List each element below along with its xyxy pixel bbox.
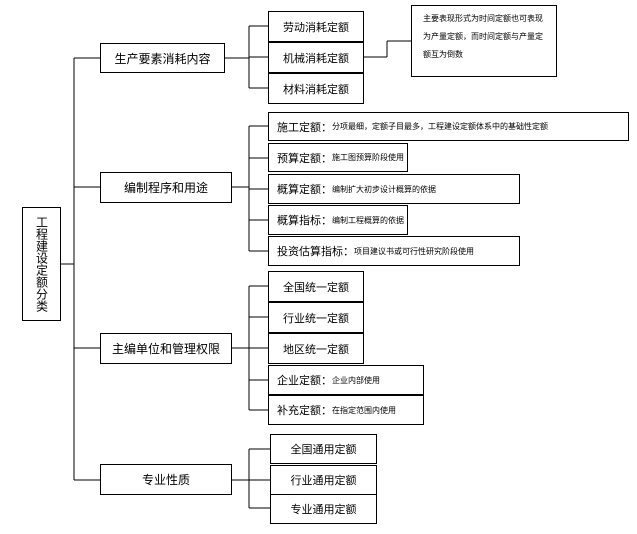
leaf-estimate-index: 概算指标：编制工程概算的依据	[268, 205, 408, 235]
category-node-production-factors: 生产要素消耗内容	[100, 43, 225, 73]
leaf-description: 施工图预算阶段使用	[332, 153, 404, 162]
leaf-description: 在指定范围内使用	[332, 405, 396, 415]
leaf-description: 项目建议书或可行性研究阶段使用	[354, 246, 474, 256]
leaf-label: 地区统一定额	[283, 342, 349, 356]
leaf-label: 补充定额：	[277, 404, 332, 417]
category-node-compilation-purpose: 编制程序和用途	[100, 172, 232, 203]
leaf-label: 行业通用定额	[290, 474, 357, 487]
leaf-label: 劳动消耗定额	[283, 20, 349, 34]
leaf-construction-quota: 施工定额：分项最细，定额子目最多，工程建设定额体系中的基础性定额	[268, 112, 629, 141]
root-node: 工程建设定额分类	[22, 207, 61, 321]
leaf-description: 分项最细，定额子目最多，工程建设定额体系中的基础性定额	[332, 122, 548, 131]
leaf-label: 投资估算指标：	[277, 245, 354, 258]
leaf-industry-unified-quota: 行业统一定额	[268, 302, 364, 333]
category-node-specialty-nature: 专业性质	[100, 464, 232, 495]
leaf-supplementary-quota: 补充定额：在指定范围内使用	[268, 395, 424, 425]
leaf-national-general-quota: 全国通用定额	[270, 434, 377, 464]
leaf-budget-quota: 预算定额：施工图预算阶段使用	[268, 143, 408, 172]
leaf-label: 预算定额：	[277, 151, 332, 165]
category-label: 主编单位和管理权限	[111, 342, 220, 356]
leaf-enterprise-quota: 企业定额：企业内部使用	[268, 365, 424, 395]
category-node-compiler-authority: 主编单位和管理权限	[100, 333, 232, 364]
note-box: 主要表现形式为时间定额也可表现为产量定额，而时间定额与产量定额互为倒数	[411, 5, 557, 77]
leaf-industry-general-quota: 行业通用定额	[270, 465, 377, 495]
leaf-machine-quota: 机械消耗定额	[268, 42, 364, 73]
leaf-description: 编制工程概算的依据	[332, 215, 404, 225]
root-label: 工程建设定额分类	[34, 216, 49, 312]
leaf-estimate-quota: 概算定额：编制扩大初步设计概算的依据	[268, 174, 520, 204]
leaf-national-unified-quota: 全国统一定额	[268, 271, 364, 302]
leaf-labor-quota: 劳动消耗定额	[268, 11, 364, 42]
leaf-label: 概算指标：	[277, 214, 332, 227]
leaf-label: 材料消耗定额	[283, 82, 349, 96]
leaf-description: 编制扩大初步设计概算的依据	[332, 184, 436, 194]
leaf-material-quota: 材料消耗定额	[268, 73, 364, 104]
leaf-label: 全国统一定额	[283, 280, 349, 294]
leaf-label: 行业统一定额	[283, 311, 349, 325]
leaf-label: 施工定额：	[277, 120, 332, 134]
leaf-investment-estimate-index: 投资估算指标：项目建议书或可行性研究阶段使用	[268, 236, 520, 266]
category-label: 生产要素消耗内容	[114, 51, 211, 66]
leaf-label: 专业通用定额	[290, 503, 357, 516]
leaf-label: 机械消耗定额	[283, 51, 349, 65]
leaf-label: 全国通用定额	[290, 443, 357, 456]
category-label: 专业性质	[141, 473, 190, 487]
leaf-label: 企业定额：	[277, 374, 332, 387]
leaf-specialty-general-quota: 专业通用定额	[270, 494, 377, 524]
leaf-description: 企业内部使用	[332, 375, 380, 385]
category-label: 编制程序和用途	[123, 181, 208, 195]
leaf-label: 概算定额：	[277, 183, 332, 196]
leaf-regional-unified-quota: 地区统一定额	[268, 333, 364, 364]
note-text: 主要表现形式为时间定额也可表现为产量定额，而时间定额与产量定额互为倒数	[423, 14, 543, 59]
